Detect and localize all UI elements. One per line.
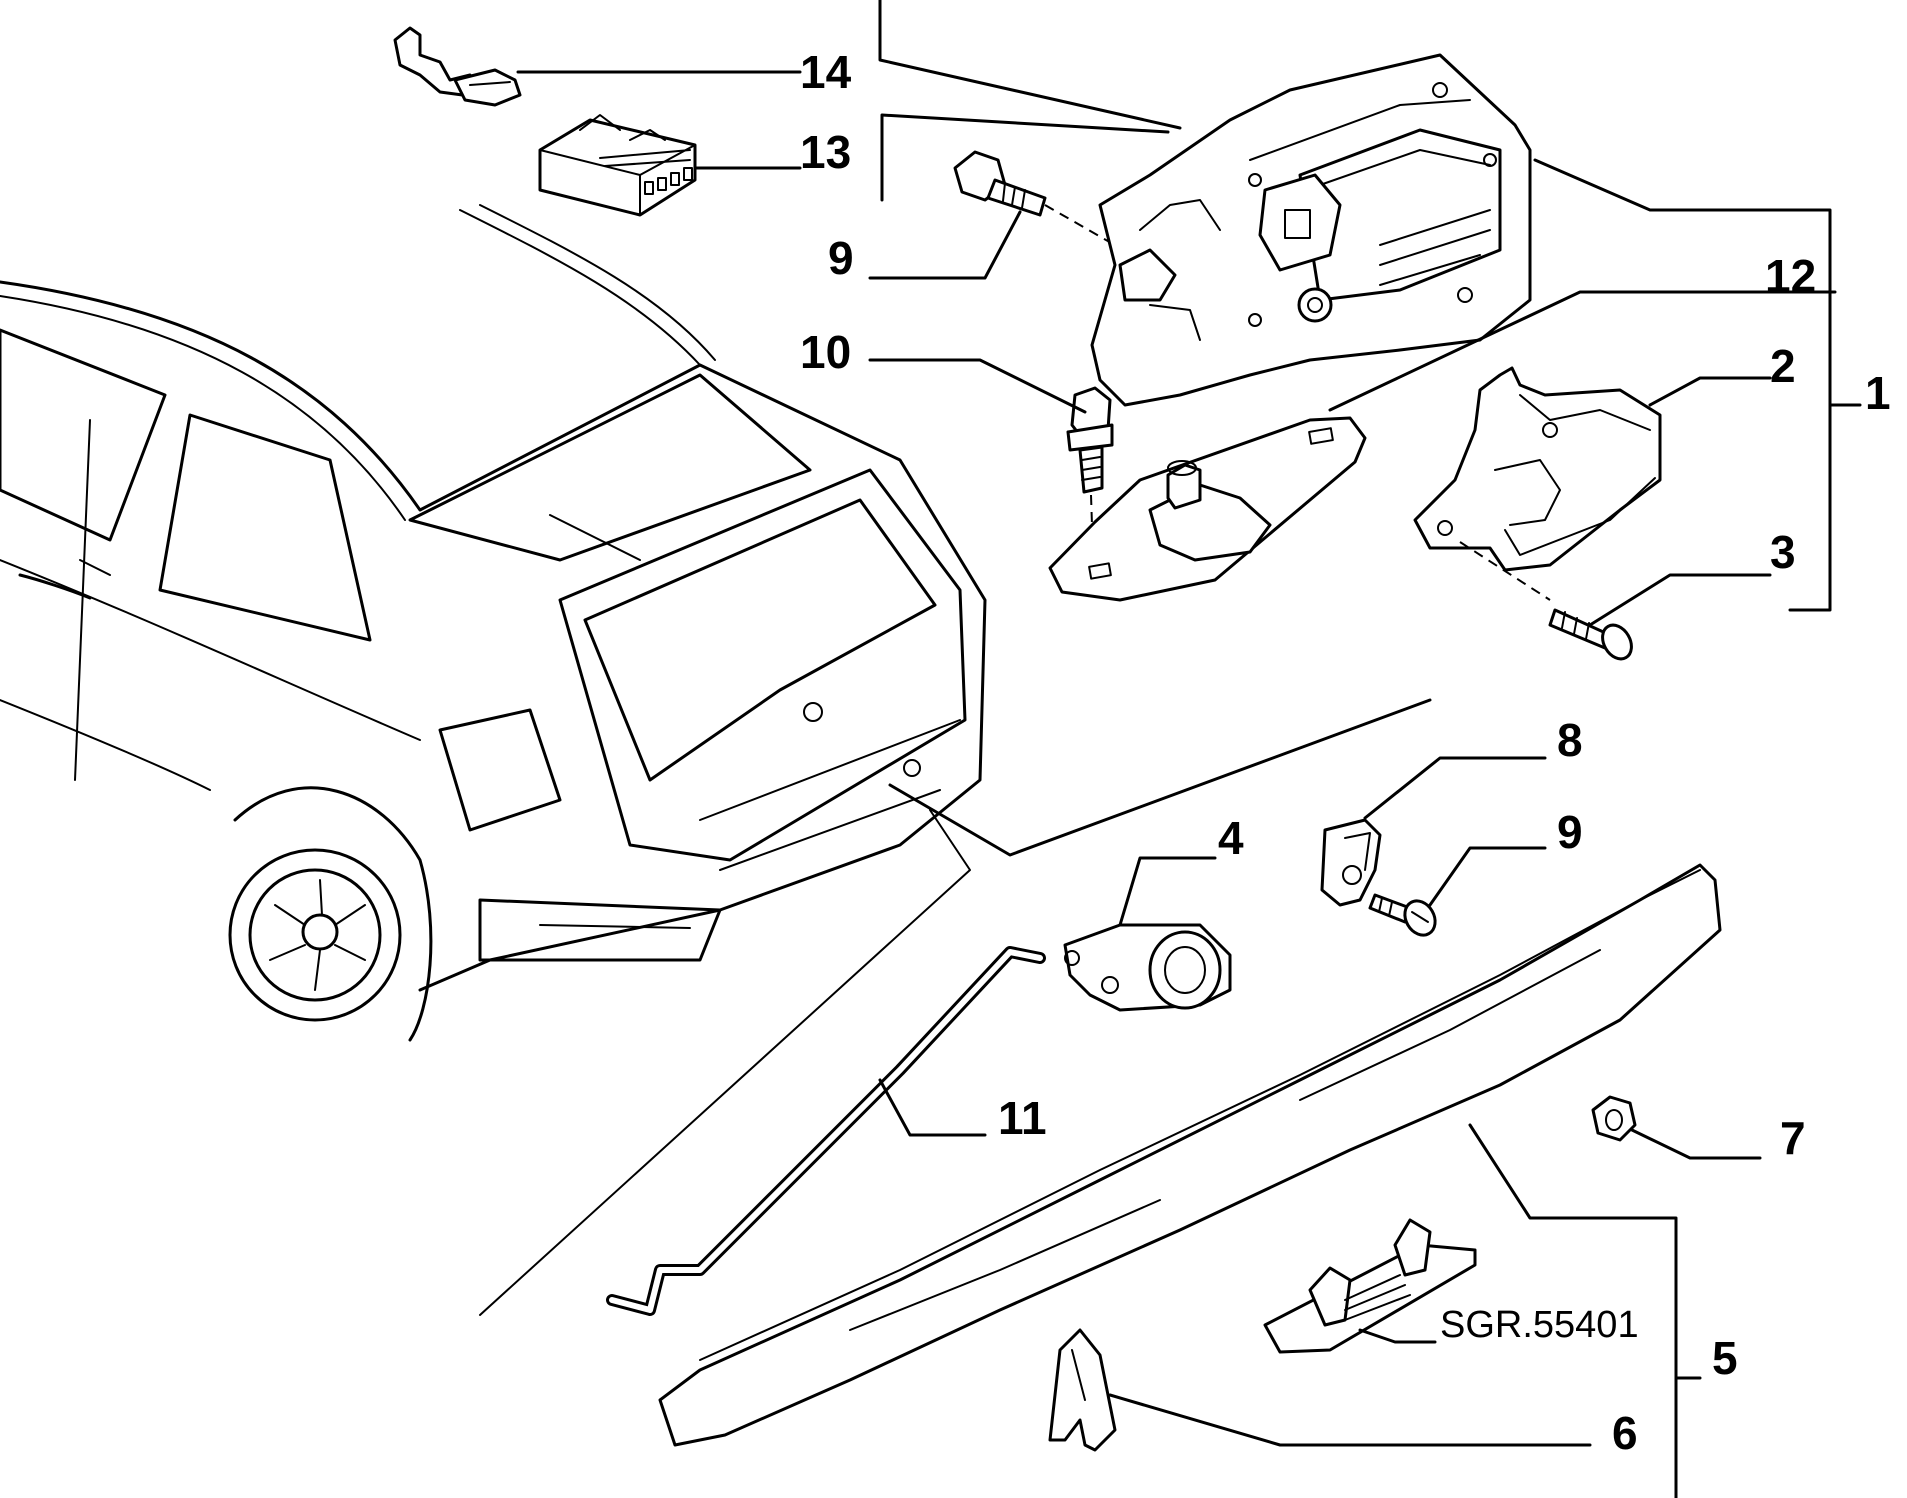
callout-2: 2 xyxy=(1770,340,1796,392)
car-illustration xyxy=(0,204,1432,1316)
rear-lamp xyxy=(438,708,562,832)
part-1-lock-assembly xyxy=(1090,53,1862,612)
part-5-handle-trim xyxy=(658,863,1722,1498)
side-window-front xyxy=(0,328,167,542)
callout-5: 5 xyxy=(1712,1332,1738,1384)
rear-window xyxy=(583,498,937,782)
part-4-lock-cylinder xyxy=(1063,856,1232,1012)
side-window-rear xyxy=(158,413,372,642)
callout-3: 3 xyxy=(1770,526,1796,578)
part-8-bracket xyxy=(1320,756,1547,907)
part-9-bolt-upper xyxy=(868,150,1121,280)
callout-8: 8 xyxy=(1557,714,1583,766)
part-11-rod xyxy=(606,946,1046,1316)
callout-12: 12 xyxy=(1765,250,1816,302)
part-2-latch xyxy=(1413,366,1772,572)
callout-11: 11 xyxy=(998,1092,1047,1144)
part-13-connector xyxy=(538,114,802,217)
rear-wheel xyxy=(228,848,402,1022)
part-14-terminal xyxy=(393,26,802,107)
part-6-clip xyxy=(1048,1328,1592,1452)
callout-7: 7 xyxy=(1780,1112,1806,1164)
tailgate xyxy=(558,468,967,862)
part-9-screw-lower xyxy=(1368,846,1547,937)
callout-1: 1 xyxy=(1865,367,1891,419)
callout-6: 6 xyxy=(1612,1407,1638,1459)
part-3-screw xyxy=(1459,541,1772,661)
part-10-bolt xyxy=(868,358,1114,556)
callout-9-upper: 9 xyxy=(828,232,854,284)
drawing-code: SGR.55401 xyxy=(1440,1304,1639,1346)
part-12-plate xyxy=(1048,290,1837,602)
callout-10: 10 xyxy=(800,326,851,378)
part-lamp-holder xyxy=(1263,1218,1477,1354)
callout-14: 14 xyxy=(800,46,852,98)
callout-13: 13 xyxy=(800,126,851,178)
callout-9-lower: 9 xyxy=(1557,806,1583,858)
part-7-nut xyxy=(1591,1095,1762,1160)
callout-4: 4 xyxy=(1218,812,1244,864)
